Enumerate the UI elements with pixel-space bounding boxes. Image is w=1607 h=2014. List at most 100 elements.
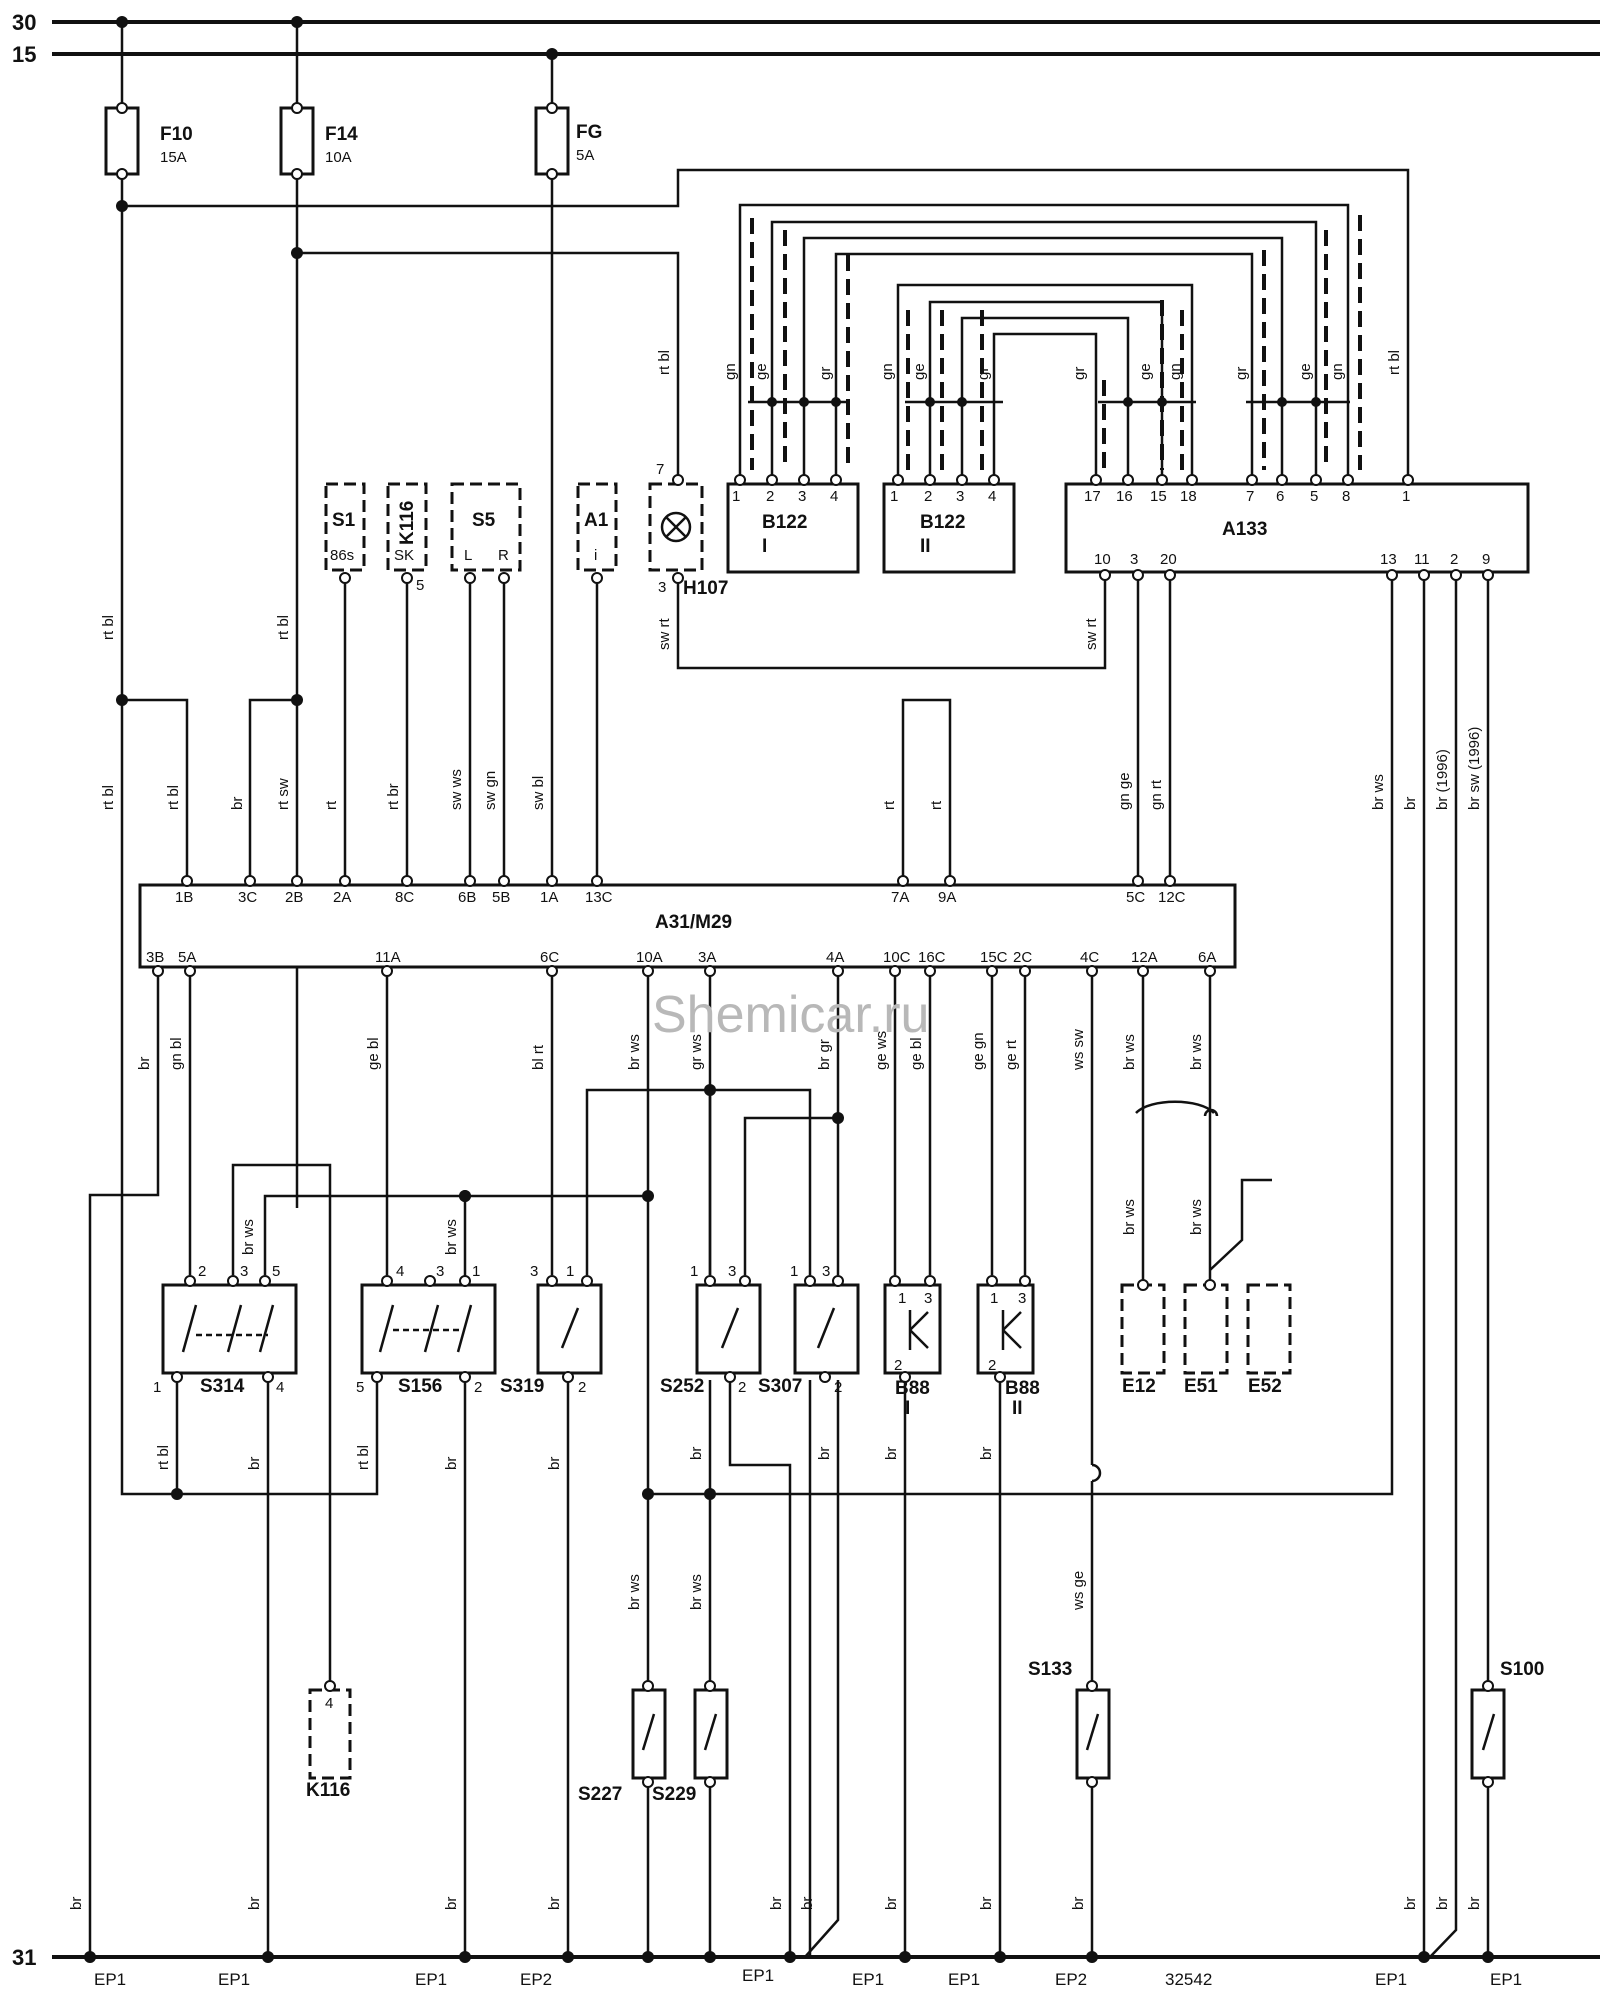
pin-label: 1 [1402, 488, 1410, 505]
wire-label: br [816, 1447, 833, 1460]
component-s1: S1 86s rt [323, 482, 366, 880]
pin-label: 8 [1342, 488, 1350, 505]
pin-label: 7 [1246, 488, 1254, 505]
wire-label: gr ws [688, 1034, 705, 1070]
wire-label: ge rt [1003, 1039, 1020, 1070]
pin-label: 5 [356, 1379, 364, 1396]
a31-pin [1086, 965, 1098, 977]
k116-bot-pin: 4 [325, 1695, 333, 1712]
sensor-b88-1: 1 3 2 B88 I [883, 1275, 942, 1419]
a31-pin [181, 875, 193, 887]
a31-pin-label: 2A [333, 889, 351, 906]
wire-label: rt bl [100, 785, 117, 810]
wire-label: br sw (1996) [1466, 727, 1483, 810]
pin-label: 10 [1094, 551, 1111, 568]
fuse-f14: F14 10A [279, 16, 358, 1208]
pin-label: 11 [1414, 551, 1430, 568]
switch-s229: S229 [652, 1680, 729, 1805]
s319-id: S319 [500, 1376, 544, 1397]
wire-label: ge ws [873, 1031, 890, 1070]
a31-pin [642, 965, 654, 977]
a31-pin [897, 875, 909, 887]
a31-pin [184, 965, 196, 977]
pin-label: 2 [988, 1357, 996, 1374]
ground-label: EP1 [1375, 1970, 1407, 1989]
component-b122-2: 1 2 3 4 B122 II gn ge gr [879, 310, 1016, 574]
wire-label: br ws [1121, 1034, 1138, 1070]
e12-id: E12 [1122, 1376, 1156, 1397]
wire-label: br [1402, 797, 1419, 810]
ground-wire-labels: br br br br br br br br br br br br [68, 1897, 1483, 1910]
wire-label: gr [817, 367, 834, 380]
a1-pin: i [594, 547, 597, 564]
sensor-b88-2: 1 3 2 B88 II [976, 1275, 1040, 1419]
wire-label: rt bl [100, 615, 117, 640]
pin-label: 5 [272, 1263, 280, 1280]
a31-pin [1164, 875, 1176, 887]
a31-pin [1204, 965, 1216, 977]
k116-top-num: 5 [416, 577, 424, 594]
wire-label: br [546, 1457, 563, 1470]
component-e51: E51 [1183, 1279, 1229, 1397]
pin-label: 13 [1380, 551, 1397, 568]
s5-pin-l: L [464, 547, 472, 564]
switch-s100: S100 [1470, 1659, 1544, 1788]
b122-1-id: B122 [762, 512, 807, 533]
a1-id: A1 [584, 510, 609, 531]
pin-label: 2 [198, 1263, 206, 1280]
pin-label: 16 [1116, 488, 1133, 505]
k116-top-pin: SK [394, 547, 414, 564]
switch-s319: 3 1 2 S319 [500, 1263, 603, 1397]
ground-label: EP1 [94, 1970, 126, 1989]
a31-pin-label: 16C [918, 949, 946, 966]
wire-label: sw rt [1083, 618, 1100, 650]
b122-1-sub: I [762, 536, 767, 557]
pin-label: 3 [1018, 1290, 1026, 1307]
wire-label: ge [753, 363, 770, 380]
b122-2-sub: II [920, 536, 931, 557]
wire-label: ge [1297, 363, 1314, 380]
pin-label: 1 [990, 1290, 998, 1307]
h107-pin-top: 7 [656, 461, 664, 478]
b88-2-sub: II [1012, 1398, 1023, 1419]
wire-label: br ws [443, 1219, 460, 1255]
wire-label: br [978, 1447, 995, 1460]
h107-id: H107 [683, 578, 728, 599]
wire-label: rt br [385, 783, 402, 810]
a31-pin [591, 875, 603, 887]
component-b122-1: 1 2 3 4 B122 I gn ge gr [722, 218, 860, 574]
a31-pin-label: 6A [1198, 949, 1216, 966]
a31-pin-label: 2C [1013, 949, 1032, 966]
pin-label: 1 [790, 1263, 798, 1280]
wire-label: br [1434, 1897, 1451, 1910]
a31-pin-label: 13C [585, 889, 613, 906]
ground-label: EP1 [415, 1970, 447, 1989]
ground-label: EP1 [742, 1966, 774, 1985]
a31-pin [944, 875, 956, 887]
s5-id: S5 [472, 510, 496, 531]
fuse-fg: FG 5A [534, 48, 602, 880]
a31-pin [1137, 965, 1149, 977]
ground-points: EP1 EP1 EP1 EP2 EP1 EP1 EP1 EP2 32542 EP… [84, 1951, 1522, 1989]
pin-label: 2 [474, 1379, 482, 1396]
a133-id: A133 [1222, 519, 1267, 540]
a31-pin-label: 6C [540, 949, 559, 966]
pin-label: 2 [894, 1357, 902, 1374]
fuse-f14-rating: 10A [325, 149, 352, 166]
a31-pin-label: 1A [540, 889, 558, 906]
watermark: Shemicar.ru [652, 986, 929, 1044]
pin-label: 1 [472, 1263, 480, 1280]
switch-s252: 1 3 2 S252 [660, 1263, 762, 1397]
switch-s133: S133 [1028, 1659, 1111, 1788]
pin-label: 2 [924, 488, 932, 505]
a31-pin [1019, 965, 1031, 977]
wire-label: br [229, 797, 246, 810]
a31-pin [1132, 875, 1144, 887]
pin-label: 1 [690, 1263, 698, 1280]
a31-pin [986, 965, 998, 977]
a31-pin-label: 6B [458, 889, 476, 906]
a31-pin-label: 5A [178, 949, 196, 966]
